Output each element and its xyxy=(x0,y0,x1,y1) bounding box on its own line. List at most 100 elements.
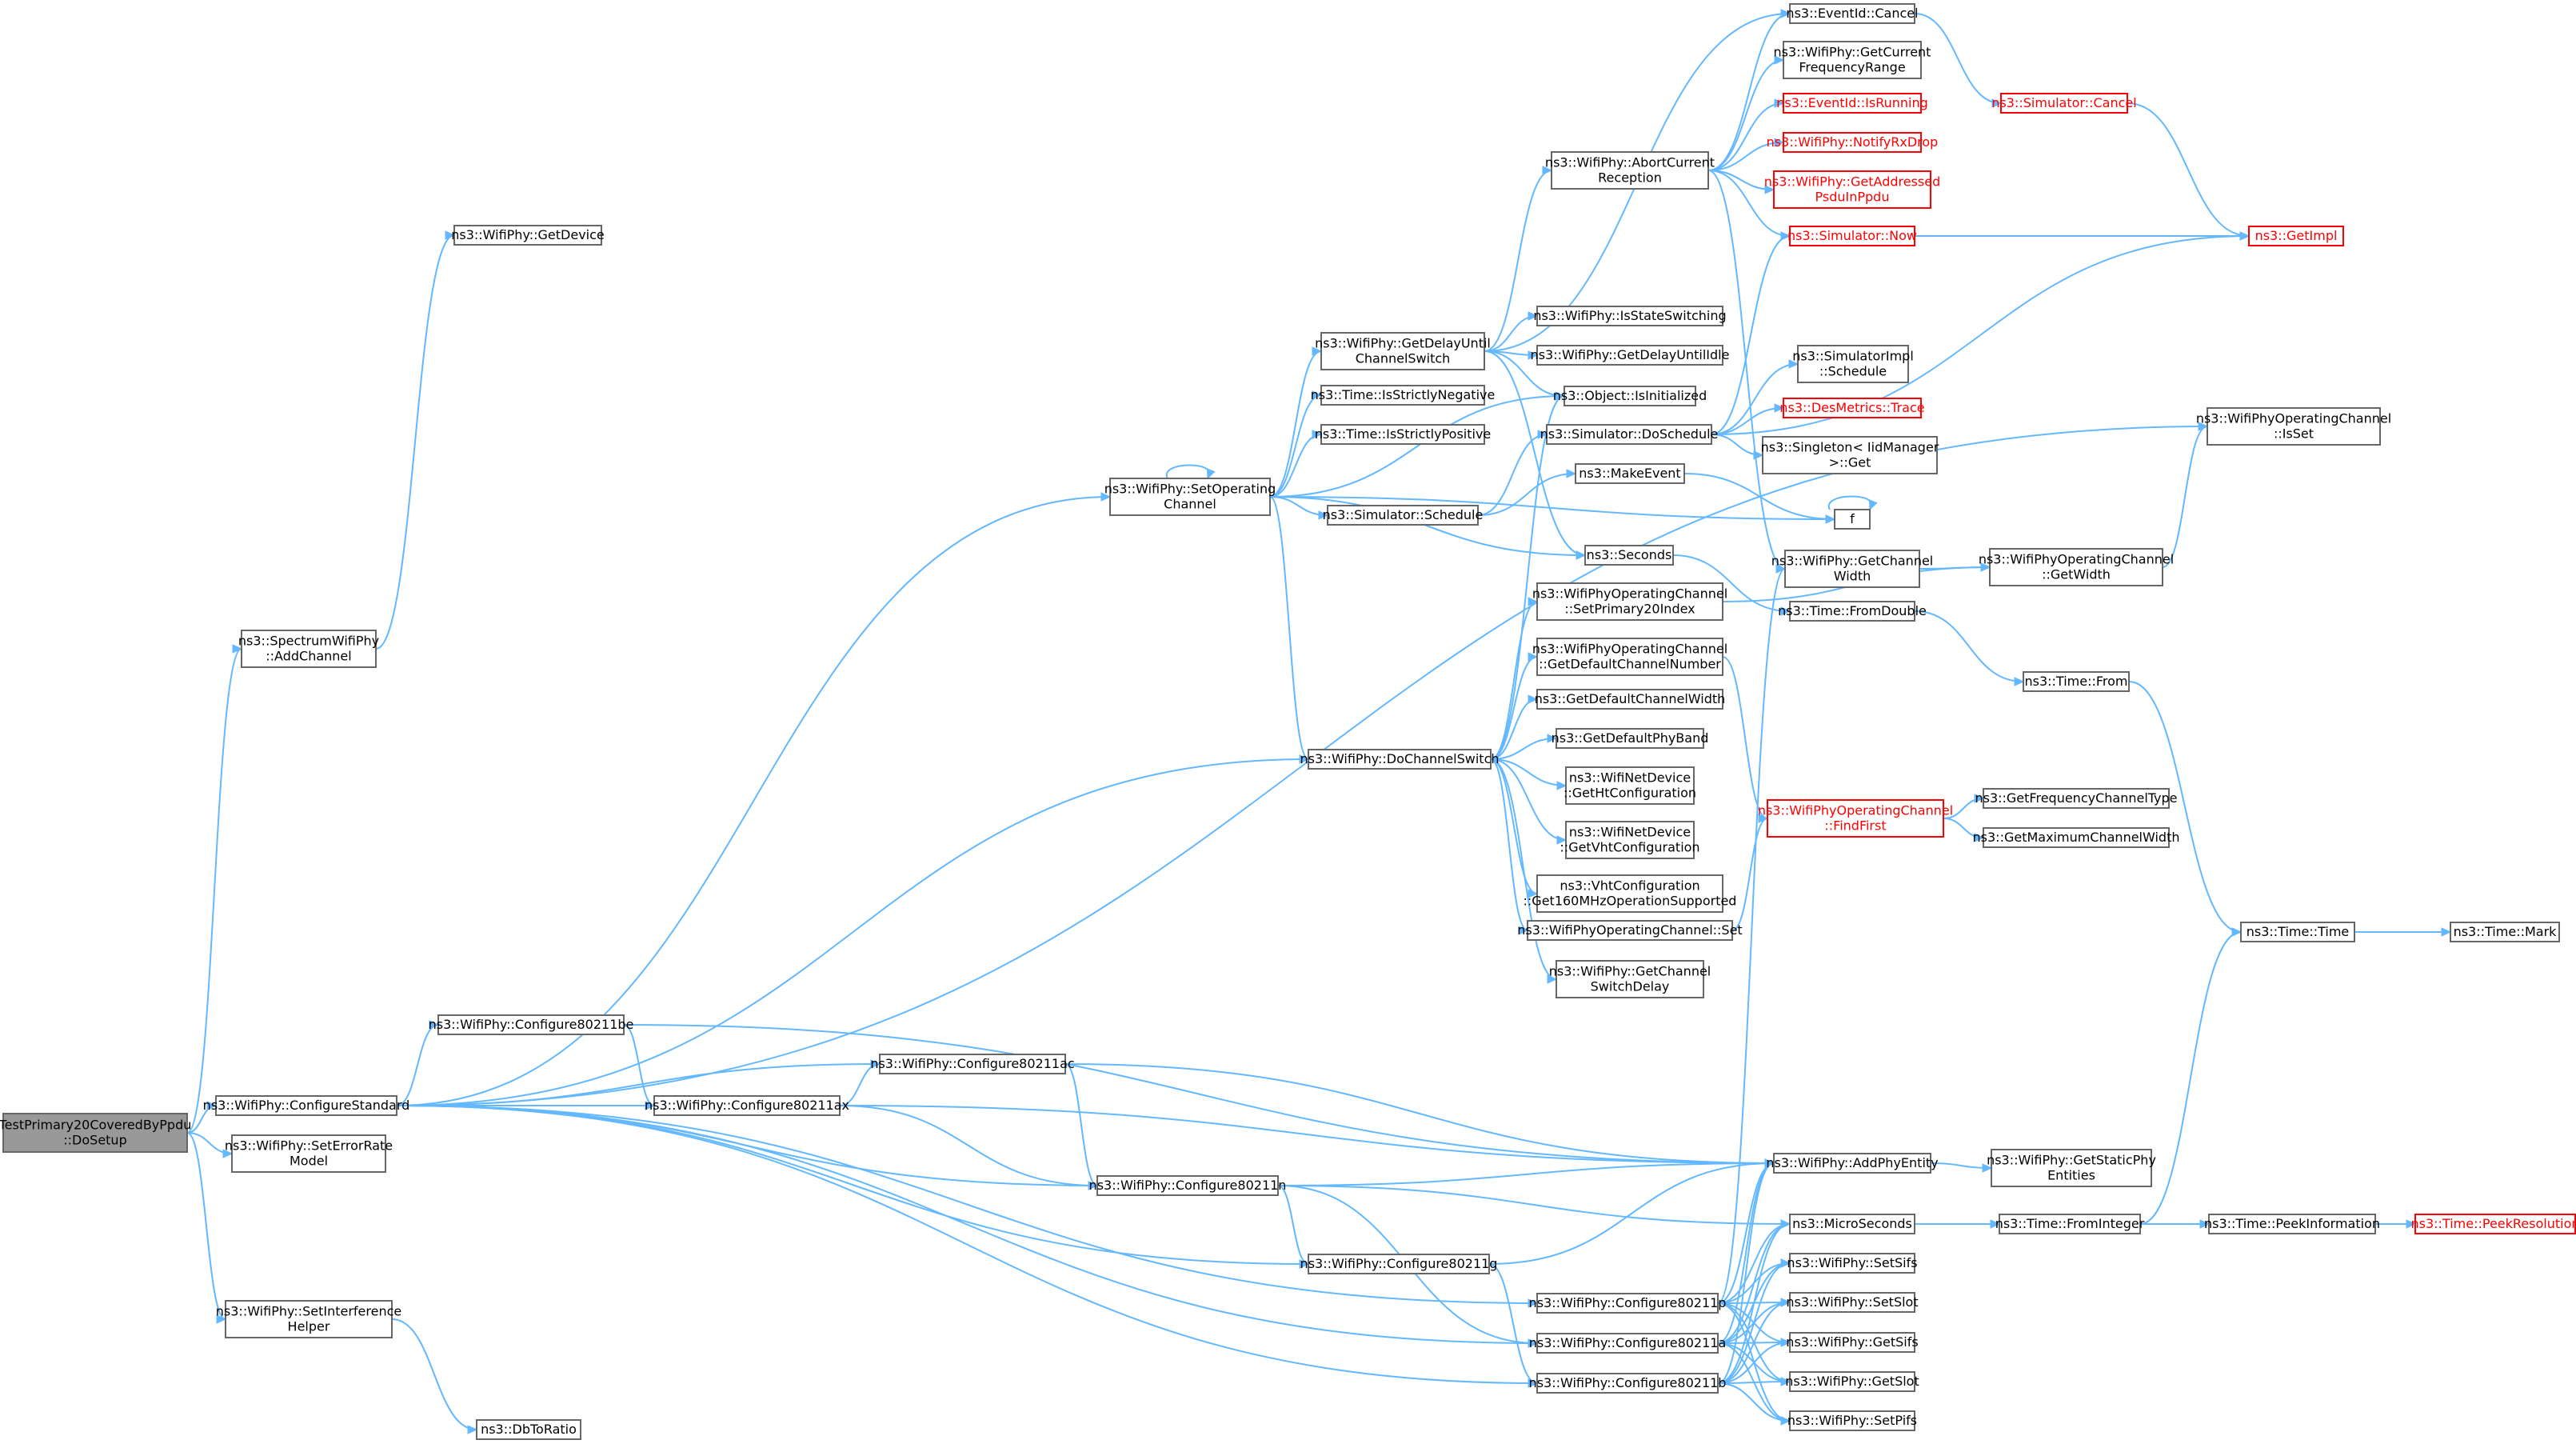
edge-arrowhead xyxy=(1542,166,1553,175)
node-ns3-wifiphy-configure80211p[interactable]: ns3::WifiPhy::Configure80211p xyxy=(1529,1293,1727,1314)
node-ns3-object-isinitialized[interactable]: ns3::Object::IsInitialized xyxy=(1553,386,1707,406)
node-f[interactable]: f xyxy=(1834,509,1871,530)
node-ns3-getimpl[interactable]: ns3::GetImpl xyxy=(2248,226,2344,246)
node-ns3-simulatorimpl-schedule[interactable]: ns3::SimulatorImpl::Schedule xyxy=(1792,345,1914,383)
node-label: ns3::WifiPhy::NotifyRxDrop xyxy=(1767,134,1939,150)
edge-arrowhead xyxy=(1991,98,2003,108)
node-ns3-wifiphy-configure80211be[interactable]: ns3::WifiPhy::Configure80211be xyxy=(429,1014,634,1035)
edge-simDoSched-to-simImplSched xyxy=(1711,363,1799,435)
node-ns3-wifiphy-notifyrxdrop[interactable]: ns3::WifiPhy::NotifyRxDrop xyxy=(1767,132,1939,153)
node-box xyxy=(1783,41,1922,79)
node-ns3-time-peekresolution[interactable]: ns3::Time::PeekResolution xyxy=(2410,1214,2576,1234)
node-ns3-wifiphy-addphyentity[interactable]: ns3::WifiPhy::AddPhyEntity xyxy=(1766,1153,1939,1174)
node-ns3-wifiphyoperatingchannel-set[interactable]: ns3::WifiPhyOperatingChannel::Set xyxy=(1517,920,1743,941)
node-label: ns3::Time::IsStrictlyNegative xyxy=(1311,387,1496,402)
node-label: ns3::WifiNetDevice xyxy=(1569,825,1691,840)
node-ns3-getdefaultphyband[interactable]: ns3::GetDefaultPhyBand xyxy=(1552,728,1709,749)
node-ns3-wifiphy-configure80211g[interactable]: ns3::WifiPhy::Configure80211g xyxy=(1300,1254,1498,1274)
node-ns3-simulator-cancel[interactable]: ns3::Simulator::Cancel xyxy=(1991,93,2137,114)
node-ns3-wifiphyoperatingchannel-getdefaultchannelnumber[interactable]: ns3::WifiPhyOperatingChannel::GetDefault… xyxy=(1532,638,1727,676)
node-ns3-makeevent[interactable]: ns3::MakeEvent xyxy=(1575,463,1685,484)
node-ns3-wifinetdevice-gethtconfiguration[interactable]: ns3::WifiNetDevice::GetHtConfiguration xyxy=(1564,766,1696,805)
node-ns3-wifiphy-configure80211b[interactable]: ns3::WifiPhy::Configure80211b xyxy=(1529,1373,1727,1394)
node-ns3-simulator-doschedule[interactable]: ns3::Simulator::DoSchedule xyxy=(1540,424,1719,445)
node-ns3-desmetrics-trace[interactable]: ns3::DesMetrics::Trace xyxy=(1779,398,1925,418)
node-ns3-spectrumwifiphy-addchannel[interactable]: ns3::SpectrumWifiPhy::AddChannel xyxy=(238,630,379,668)
node-ns3-time-fromdouble[interactable]: ns3::Time::FromDouble xyxy=(1778,601,1927,622)
node-ns3-getfrequencychanneltype[interactable]: ns3::GetFrequencyChannelType xyxy=(1975,788,2178,809)
node-ns3-wifiphy-configure80211a[interactable]: ns3::WifiPhy::Configure80211a xyxy=(1529,1333,1727,1354)
node-box xyxy=(231,1134,386,1173)
node-ns3-wifiphy-setslot[interactable]: ns3::WifiPhy::SetSlot xyxy=(1786,1292,1919,1313)
node-ns3-seconds[interactable]: ns3::Seconds xyxy=(1584,545,1674,566)
node-ns3-vhtconfiguration-get160mhzoperationsupported[interactable]: ns3::VhtConfiguration::Get160MHzOperatio… xyxy=(1524,874,1737,913)
edge-configStd-to-cfgB xyxy=(396,1105,1538,1384)
node-ns3-wifiphy-configure80211n[interactable]: ns3::WifiPhy::Configure80211n xyxy=(1089,1175,1287,1196)
edge-arrowhead xyxy=(1774,98,1785,108)
node-ns3-time-from[interactable]: ns3::Time::From xyxy=(2023,671,2130,692)
node-ns3-wifiphyoperatingchannel-findfirst[interactable]: ns3::WifiPhyOperatingChannel::FindFirst xyxy=(1758,799,1953,838)
node-label: ns3::VhtConfiguration xyxy=(1560,878,1699,894)
node-ns3-wifiphy-configurestandard[interactable]: ns3::WifiPhy::ConfigureStandard xyxy=(203,1095,410,1116)
edge-cfgP-to-addPhyEntity xyxy=(1717,1162,1775,1304)
node-ns3-time-peekinformation[interactable]: ns3::Time::PeekInformation xyxy=(2204,1214,2380,1234)
edge-cfgB-to-getSifs xyxy=(1717,1342,1791,1384)
edge-f-to-f xyxy=(1827,495,1873,510)
node-ns3-simulator-schedule[interactable]: ns3::Simulator::Schedule xyxy=(1323,505,1484,526)
node-ns3-time-isstrictlynegative[interactable]: ns3::Time::IsStrictlyNegative xyxy=(1311,385,1496,406)
node-ns3-time-time[interactable]: ns3::Time::Time xyxy=(2240,922,2355,942)
edge-fromInteger-to-timeTime xyxy=(2139,931,2242,1225)
edge-arrowhead xyxy=(1299,1259,1310,1269)
node-box xyxy=(476,1419,581,1440)
node-ns3-dbtoratio[interactable]: ns3::DbToRatio xyxy=(476,1419,581,1440)
node-box xyxy=(1536,638,1723,676)
node-ns3-wifiphy-configure80211ax[interactable]: ns3::WifiPhy::Configure80211ax xyxy=(645,1095,849,1116)
node-ns3-simulator-now[interactable]: ns3::Simulator::Now xyxy=(1787,226,1917,246)
node-ns3-singleton-iidmanager-get[interactable]: ns3::Singleton< IidManager>::Get xyxy=(1761,436,1939,474)
node-ns3-wifiphy-isstateswitching[interactable]: ns3::WifiPhy::IsStateSwitching xyxy=(1533,306,1727,326)
node-ns3-microseconds[interactable]: ns3::MicroSeconds xyxy=(1789,1214,1915,1234)
edge-configStd-to-doChSw xyxy=(396,758,1309,1106)
node-ns3-wifiphy-setpifs[interactable]: ns3::WifiPhy::SetPifs xyxy=(1787,1410,1917,1431)
node-ns3-getdefaultchannelwidth[interactable]: ns3::GetDefaultChannelWidth xyxy=(1535,689,1726,710)
edge-configStd-to-setOpCh xyxy=(396,496,1111,1106)
node-ns3-wifiphy-getsifs[interactable]: ns3::WifiPhy::GetSifs xyxy=(1786,1332,1919,1353)
edge-cfgN-to-microSec xyxy=(1277,1185,1791,1225)
node-ns3-wifiphy-getdelayuntilidle[interactable]: ns3::WifiPhy::GetDelayUntilIdle xyxy=(1531,345,1730,366)
node-label: Channel xyxy=(1164,497,1216,512)
node-ns3-wifiphy-configure80211ac[interactable]: ns3::WifiPhy::Configure80211ac xyxy=(870,1054,1075,1074)
node-ns3-getmaximumchannelwidth[interactable]: ns3::GetMaximumChannelWidth xyxy=(1973,827,2180,848)
node-ns3-wifiphyoperatingchannel-setprimary20index[interactable]: ns3::WifiPhyOperatingChannel::SetPrimary… xyxy=(1532,582,1727,621)
node-testprimary20coveredbyppdu-dosetup[interactable]: TestPrimary20CoveredByPpdu::DoSetup xyxy=(0,1113,191,1153)
node-ns3-wifiphyoperatingchannel-getwidth[interactable]: ns3::WifiPhyOperatingChannel::GetWidth xyxy=(1979,548,2174,586)
node-ns3-wifiphy-dochannelswitch[interactable]: ns3::WifiPhy::DoChannelSwitch xyxy=(1300,749,1500,770)
edge-arrowhead xyxy=(222,1149,234,1158)
node-label: ns3::WifiPhy::SetErrorRate xyxy=(225,1138,393,1154)
node-ns3-wifiphyoperatingchannel-isset[interactable]: ns3::WifiPhyOperatingChannel::IsSet xyxy=(2196,407,2391,446)
edge-doChSw-to-getDefBand xyxy=(1490,738,1557,760)
node-ns3-eventid-cancel[interactable]: ns3::EventId::Cancel xyxy=(1786,3,1919,24)
node-ns3-wifiphy-getdevice[interactable]: ns3::WifiPhy::GetDevice xyxy=(451,225,605,246)
node-ns3-time-frominteger[interactable]: ns3::Time::FromInteger xyxy=(1995,1214,2145,1234)
node-label: ns3::Time::From xyxy=(2024,674,2127,689)
node-label: ns3::MakeEvent xyxy=(1579,466,1680,481)
node-ns3-wifiphy-setsifs[interactable]: ns3::WifiPhy::SetSifs xyxy=(1787,1253,1918,1274)
node-ns3-time-mark[interactable]: ns3::Time::Mark xyxy=(2450,922,2560,942)
node-label: ns3::WifiPhy::Configure80211ac xyxy=(870,1056,1074,1071)
node-ns3-time-isstrictlypositive[interactable]: ns3::Time::IsStrictlyPositive xyxy=(1315,424,1492,445)
node-ns3-wifiphy-getslot[interactable]: ns3::WifiPhy::GetSlot xyxy=(1785,1371,1919,1392)
node-ns3-eventid-isrunning[interactable]: ns3::EventId::IsRunning xyxy=(1776,93,1928,114)
node-box xyxy=(1789,3,1915,24)
node-label: ns3::WifiPhy::GetDelayUntilIdle xyxy=(1531,347,1730,362)
node-ns3-wifinetdevice-getvhtconfiguration[interactable]: ns3::WifiNetDevice::GetVhtConfiguration xyxy=(1560,821,1700,859)
